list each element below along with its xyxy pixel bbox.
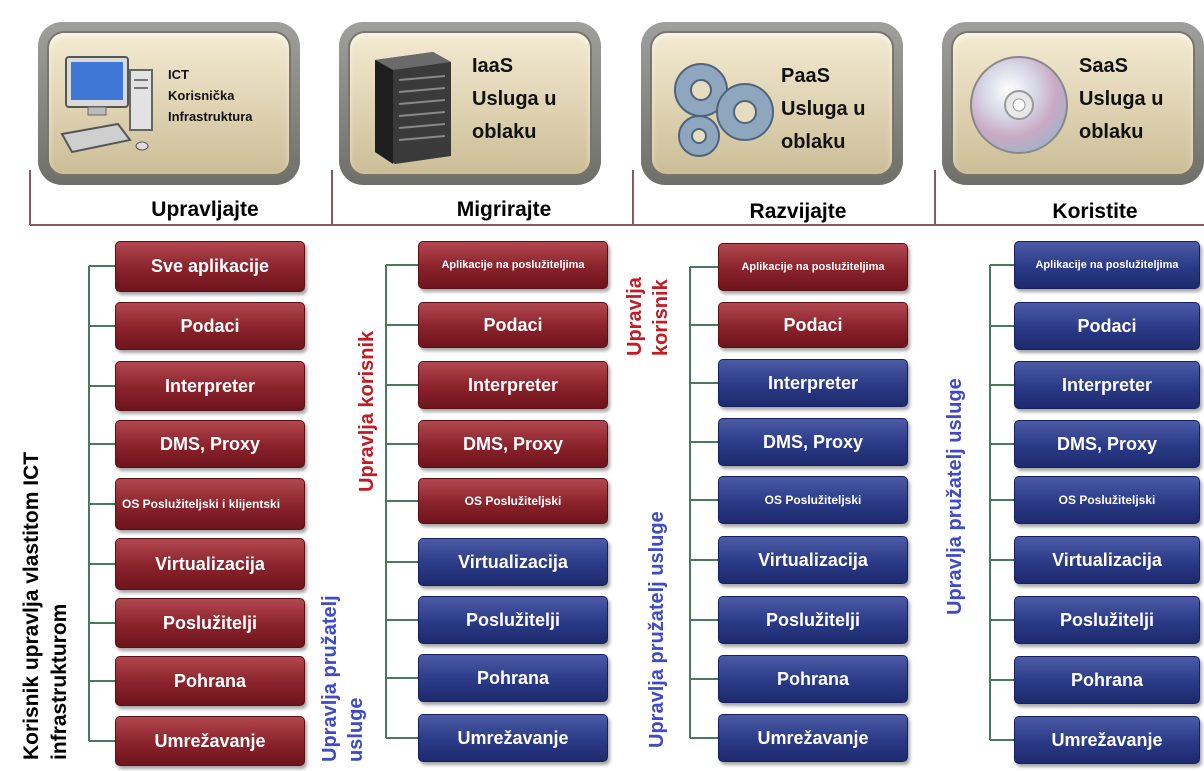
box-paas-umrezavanje: Umrežavanje — [718, 714, 908, 762]
box-saas-interpreter: Interpreter — [1014, 361, 1200, 409]
label-paas-upravlja-korisnik: Upravlja korisnik — [624, 277, 672, 356]
label-ict-korisnik-upravlja: Korisnik upravlja vlastitom ICT infrastr… — [20, 451, 71, 760]
box-ict-pohrana: Pohrana — [115, 656, 305, 706]
box-iaas-pohrana: Pohrana — [418, 654, 608, 702]
header-ict-title: ICT Korisnička Infrastruktura — [168, 67, 253, 124]
header-ict: ICT Korisnička Infrastruktura — [38, 22, 300, 185]
cd-disc-icon — [970, 56, 1068, 154]
header-paas-title: PaaS Usluga u oblaku — [781, 65, 866, 153]
label-saas-upravlja-pruzatelj: Upravlja pružatelj usluge — [944, 378, 966, 615]
box-saas-podaci: Podaci — [1014, 302, 1200, 350]
label-iaas-upravlja-pruzatelj: Upravlja pružatelj usluge — [319, 595, 367, 762]
box-ict-virtualizacija: Virtualizacija — [115, 538, 305, 590]
box-iaas-virtualizacija: Virtualizacija — [418, 538, 608, 586]
box-ict-umrezavanje: Umrežavanje — [115, 716, 305, 766]
label-paas-upravlja-pruzatelj: Upravlja pružatelj usluge — [646, 511, 668, 748]
box-paas-pohrana: Pohrana — [718, 655, 908, 703]
verb-koristite: Koristite — [1052, 200, 1138, 223]
gears-icon — [674, 63, 774, 157]
box-iaas-posluzitelji: Poslužitelji — [418, 596, 608, 644]
verb-upravljajte: Upravljajte — [151, 198, 259, 221]
header-saas-title: SaaS Usluga u oblaku — [1079, 55, 1164, 143]
box-saas-aplikacije: Aplikacije na poslužiteljima — [1014, 241, 1200, 289]
box-iaas-podaci: Podaci — [418, 302, 608, 348]
box-paas-dms-proxy: DMS, Proxy — [718, 418, 908, 466]
box-paas-os: OS Poslužiteljski — [718, 476, 908, 524]
box-saas-virtualizacija: Virtualizacija — [1014, 536, 1200, 584]
header-iaas-title: IaaS Usluga u oblaku — [472, 55, 557, 143]
verb-migrirajte: Migrirajte — [456, 198, 552, 221]
box-ict-interpreter: Interpreter — [115, 361, 305, 411]
server-icon — [375, 52, 451, 164]
box-saas-os: OS Poslužiteljski — [1014, 476, 1200, 524]
box-ict-dms-proxy: DMS, Proxy — [115, 420, 305, 468]
box-ict-os: OS Poslužiteljski i klijentski — [115, 478, 305, 530]
box-iaas-interpreter: Interpreter — [418, 361, 608, 409]
box-saas-umrezavanje: Umrežavanje — [1014, 716, 1200, 764]
box-saas-pohrana: Pohrana — [1014, 656, 1200, 704]
verb-razvijajte: Razvijajte — [749, 200, 847, 223]
box-iaas-os: OS Poslužiteljski — [418, 478, 608, 524]
label-iaas-upravlja-korisnik: Upravlja korisnik — [356, 330, 378, 492]
box-ict-posluzitelji: Poslužitelji — [115, 598, 305, 648]
box-iaas-umrezavanje: Umrežavanje — [418, 714, 608, 762]
header-saas: SaaS Usluga u oblaku — [942, 22, 1204, 185]
box-paas-virtualizacija: Virtualizacija — [718, 536, 908, 584]
box-ict-podaci: Podaci — [115, 302, 305, 350]
box-paas-interpreter: Interpreter — [718, 359, 908, 407]
box-paas-aplikacije: Aplikacije na poslužiteljima — [718, 243, 908, 291]
box-ict-sve-aplikacije: Sve aplikacije — [115, 241, 305, 292]
box-saas-posluzitelji: Poslužitelji — [1014, 596, 1200, 644]
desktop-computer-icon — [60, 56, 153, 154]
header-iaas: IaaS Usluga u oblaku — [339, 22, 601, 185]
box-saas-dms-proxy: DMS, Proxy — [1014, 420, 1200, 468]
box-iaas-dms-proxy: DMS, Proxy — [418, 420, 608, 468]
box-paas-posluzitelji: Poslužitelji — [718, 596, 908, 644]
header-paas: PaaS Usluga u oblaku — [641, 22, 903, 185]
box-iaas-aplikacije: Aplikacije na poslužiteljima — [418, 241, 608, 289]
box-paas-podaci: Podaci — [718, 302, 908, 348]
